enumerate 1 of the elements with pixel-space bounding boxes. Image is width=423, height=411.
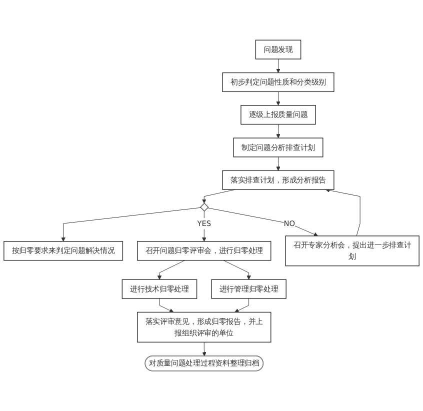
node-diamond: [200, 202, 209, 212]
